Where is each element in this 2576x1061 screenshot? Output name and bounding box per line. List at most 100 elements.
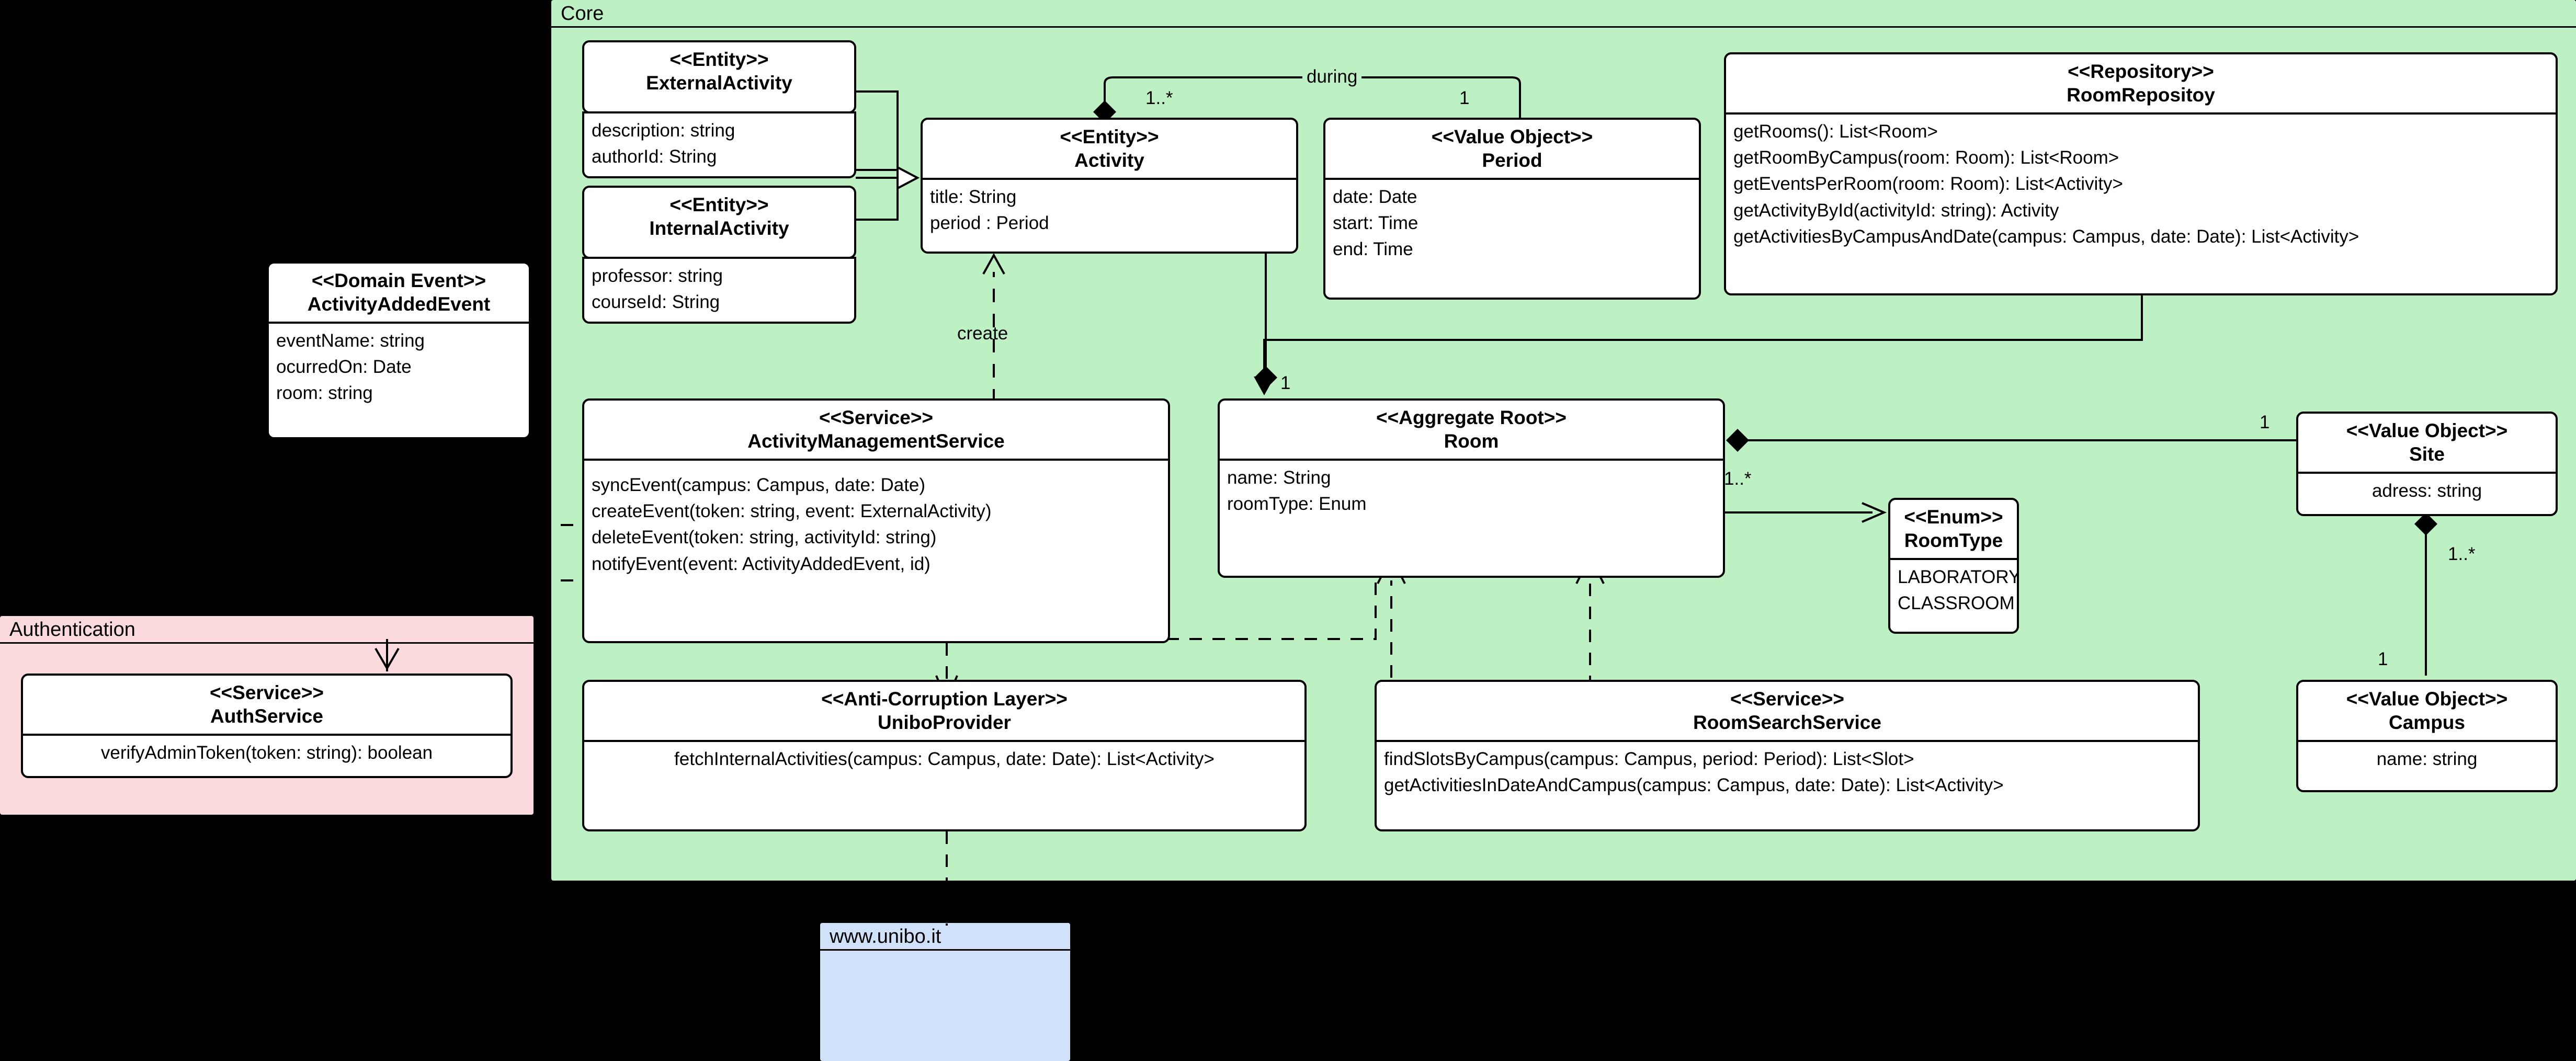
class-campus[interactable]: <<Value Object>> Campus name: string [2296, 680, 2558, 792]
label-during: during [1302, 67, 1362, 86]
class-room-type[interactable]: <<Enum>> RoomType LABORATORY CLASSROOM [1888, 498, 2019, 634]
class-room-repository-header: <<Repository>> RoomRepositoy [1726, 54, 2556, 112]
class-activity-added-event[interactable]: <<Domain Event>> ActivityAddedEvent even… [267, 261, 531, 439]
uniboprovider-unibo-link [946, 831, 948, 926]
class-auth-service-name: AuthService [210, 705, 323, 727]
package-unibo-label: www.unibo.it [830, 925, 941, 948]
mult-room-activity: 1 [1280, 373, 1291, 393]
class-external-activity-header: <<Entity>> ExternalActivity [584, 42, 854, 100]
class-campus-body: name: string [2298, 742, 2556, 778]
class-activity-stereotype: <<Entity>> [1060, 126, 1159, 147]
mult-activity-period-dst: 1 [1459, 88, 1470, 108]
class-site-stereotype: <<Value Object>> [2346, 420, 2508, 441]
package-core-label: Core [561, 2, 604, 25]
package-unibo-divider [820, 949, 1070, 951]
class-site-header: <<Value Object>> Site [2298, 414, 2556, 472]
class-site[interactable]: <<Value Object>> Site adress: string [2296, 412, 2558, 516]
class-internal-activity-header: <<Entity>> InternalActivity [584, 188, 854, 246]
class-campus-stereotype: <<Value Object>> [2346, 688, 2508, 710]
member: name: string [2376, 749, 2478, 770]
class-internal-activity-name: InternalActivity [649, 218, 789, 239]
class-external-activity-stereotype: <<Entity>> [669, 49, 769, 70]
class-unibo-provider-stereotype: <<Anti-Corruption Layer>> [821, 688, 1068, 710]
member: authorId: String [592, 146, 717, 167]
member: createEvent(token: string, event: Extern… [592, 501, 992, 522]
class-auth-service-body: verifyAdminToken(token: string): boolean [23, 736, 510, 771]
class-internal-activity[interactable]: <<Entity>> InternalActivity [582, 186, 856, 259]
class-activity-added-event-separator [269, 322, 529, 324]
member: eventName: string [276, 330, 425, 351]
member: name: String [1227, 467, 1331, 488]
class-auth-service-header: <<Service>> AuthService [23, 676, 510, 734]
class-activity[interactable]: <<Entity>> Activity title: String period… [921, 118, 1298, 254]
class-auth-service[interactable]: <<Service>> AuthService verifyAdminToken… [21, 674, 513, 778]
class-room-repository[interactable]: <<Repository>> RoomRepositoy getRooms():… [1724, 52, 2558, 295]
package-unibo-tab: www.unibo.it [820, 923, 972, 950]
room-roomtype-association [1721, 502, 1887, 523]
package-authentication-tab: Authentication [0, 616, 335, 643]
authservice-dependency-arrow [375, 639, 400, 671]
class-activity-management-service-stereotype: <<Service>> [819, 407, 934, 428]
class-activity-added-event-body: eventName: string ocurredOn: Date room: … [269, 324, 529, 412]
class-activity-management-service-separator [584, 459, 1168, 461]
class-period[interactable]: <<Value Object>> Period date: Date start… [1323, 118, 1701, 300]
member: adress: string [2371, 481, 2482, 501]
class-campus-separator [2298, 740, 2556, 743]
class-internal-activity-body: professor: string courseId: String [584, 259, 854, 321]
class-room-type-stereotype: <<Enum>> [1904, 506, 2003, 528]
create-dependency [982, 253, 1005, 403]
class-activity-body: title: String period : Period [923, 180, 1296, 242]
member: ocurredOn: Date [276, 357, 412, 378]
class-auth-service-separator [23, 734, 510, 736]
roomrepository-room-connector [1254, 293, 2143, 395]
package-authentication-divider [0, 642, 534, 644]
class-period-header: <<Value Object>> Period [1325, 120, 1699, 178]
class-room[interactable]: <<Aggregate Root>> Room name: String roo… [1218, 398, 1725, 578]
class-room-search-service-separator [1377, 740, 2198, 743]
member: getRoomByCampus(room: Room): List<Room> [1733, 147, 2119, 168]
member: fetchInternalActivities(campus: Campus, … [674, 749, 1215, 770]
class-external-activity[interactable]: <<Entity>> ExternalActivity [582, 40, 856, 113]
class-external-activity-attributes[interactable]: description: string authorId: String [582, 111, 856, 178]
class-period-name: Period [1482, 150, 1542, 172]
class-unibo-provider-header: <<Anti-Corruption Layer>> UniboProvider [584, 682, 1304, 740]
member: roomType: Enum [1227, 494, 1367, 515]
class-site-body: adress: string [2298, 474, 2556, 509]
package-authentication-label: Authentication [9, 618, 135, 641]
member: getActivitiesInDateAndCampus(campus: Cam… [1384, 775, 2004, 796]
class-activity-added-event-name: ActivityAddedEvent [307, 293, 491, 315]
class-room-stereotype: <<Aggregate Root>> [1376, 407, 1567, 428]
class-room-repository-separator [1726, 112, 2556, 115]
class-unibo-provider-separator [584, 740, 1304, 743]
member: syncEvent(campus: Campus, date: Date) [592, 475, 926, 496]
member: getActivitiesByCampusAndDate(campus: Cam… [1733, 226, 2359, 247]
class-room-repository-name: RoomRepositoy [2067, 84, 2215, 106]
class-activity-management-service-header: <<Service>> ActivityManagementService [584, 401, 1168, 459]
class-room-type-header: <<Enum>> RoomType [1890, 500, 2017, 558]
member: title: String [930, 187, 1017, 208]
class-site-separator [2298, 472, 2556, 474]
class-unibo-provider-body: fetchInternalActivities(campus: Campus, … [584, 742, 1304, 778]
member: getActivityById(activityId: string): Act… [1733, 200, 2059, 221]
class-external-activity-body: description: string authorId: String [584, 113, 854, 175]
class-unibo-provider[interactable]: <<Anti-Corruption Layer>> UniboProvider … [582, 680, 1307, 831]
class-internal-activity-attributes[interactable]: professor: string courseId: String [582, 257, 856, 324]
class-campus-name: Campus [2389, 712, 2465, 734]
class-campus-header: <<Value Object>> Campus [2298, 682, 2556, 740]
class-activity-management-service[interactable]: <<Service>> ActivityManagementService sy… [582, 398, 1170, 643]
generalization-activity-connector [856, 90, 920, 221]
member: notifyEvent(event: ActivityAddedEvent, i… [592, 553, 930, 574]
class-period-separator [1325, 178, 1699, 180]
class-activity-added-event-header: <<Domain Event>> ActivityAddedEvent [269, 264, 529, 322]
mult-activity-period-src: 1..* [1145, 88, 1173, 108]
class-room-search-service[interactable]: <<Service>> RoomSearchService findSlotsB… [1375, 680, 2200, 831]
class-activity-management-service-name: ActivityManagementService [747, 430, 1005, 452]
package-unibo: www.unibo.it [820, 923, 1070, 1061]
room-site-composition [1726, 429, 2296, 452]
class-activity-management-service-body: syncEvent(campus: Campus, date: Date) cr… [584, 461, 1168, 582]
class-internal-activity-stereotype: <<Entity>> [669, 194, 769, 215]
member: courseId: String [592, 292, 720, 313]
member: start: Time [1333, 213, 1418, 234]
class-room-search-service-header: <<Service>> RoomSearchService [1377, 682, 2198, 740]
